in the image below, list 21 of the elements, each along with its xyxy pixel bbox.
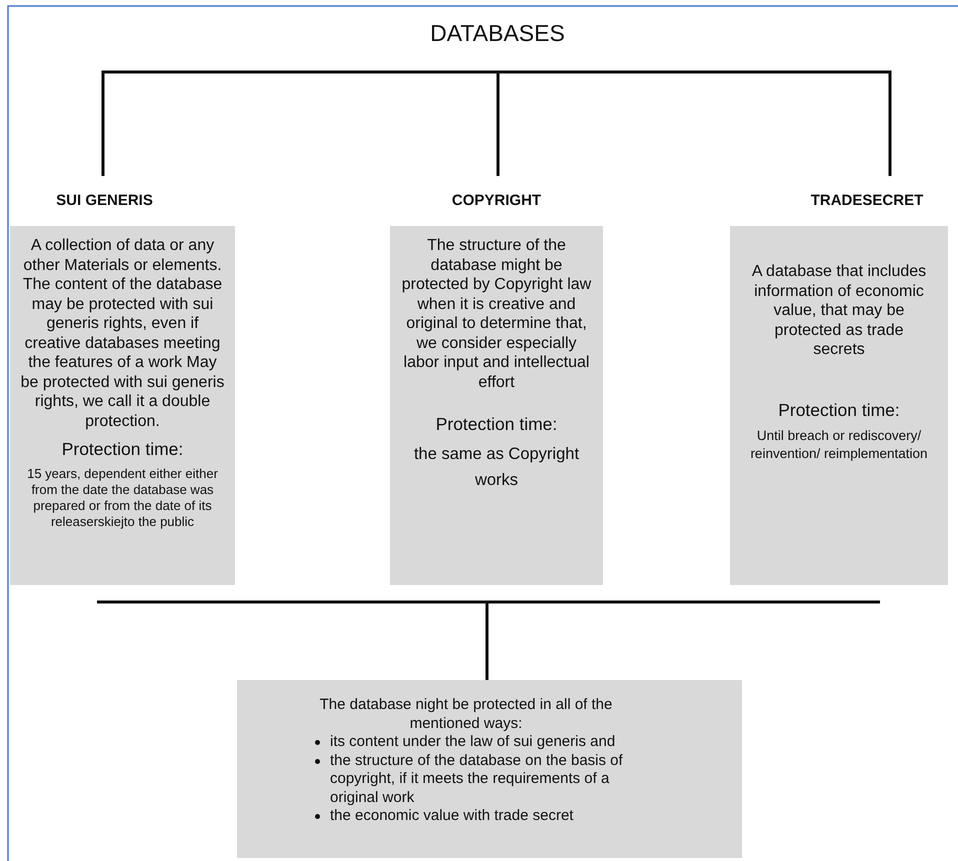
column-heading: SUI GENERIS xyxy=(55,192,154,209)
summary-panel xyxy=(237,680,742,858)
intro-text: The database night be protected in all of the mentioned ways: xyxy=(318,696,614,733)
section-heading: Protection time: xyxy=(62,439,184,460)
section-heading: Protection time: xyxy=(436,414,558,435)
column-heading: TRADESECRET xyxy=(810,192,924,209)
connector-line xyxy=(496,70,500,176)
connector-line xyxy=(496,70,892,176)
title-text: DATABASES xyxy=(429,20,566,47)
description-text: A database that includes information of economic value, that may be protected as trade secrets xyxy=(750,262,928,360)
connector-line xyxy=(102,70,500,176)
section-heading: Protection time: xyxy=(778,400,900,420)
protection-time-text: Until breach or rediscovery/ reinvention/ reimplementation xyxy=(749,426,929,462)
column-heading: COPYRIGHT xyxy=(450,192,542,209)
bullet-item: its content under the law of sui generis and xyxy=(330,733,616,752)
bullet-item: the economic value with trade secret xyxy=(330,807,574,826)
description-text: The structure of the database might be protected by Copyright law when it is creative and original to determine that, we consider especially labor input and intellectual effort xyxy=(400,236,592,392)
protection-time-text: 15 years, dependent either either from the date the database was prepared or from the date of its releaserskiejto the public xyxy=(26,466,219,530)
protection-time-text: the same as Copyright works xyxy=(412,444,580,491)
connector-line xyxy=(486,600,882,680)
description-text: A collection of data or any other Materials or elements. The content of the database may be protected with sui generis rights, even if creative databases meeting the features of a work May be protected with sui generis rights, we call it a double protection. xyxy=(20,236,225,431)
